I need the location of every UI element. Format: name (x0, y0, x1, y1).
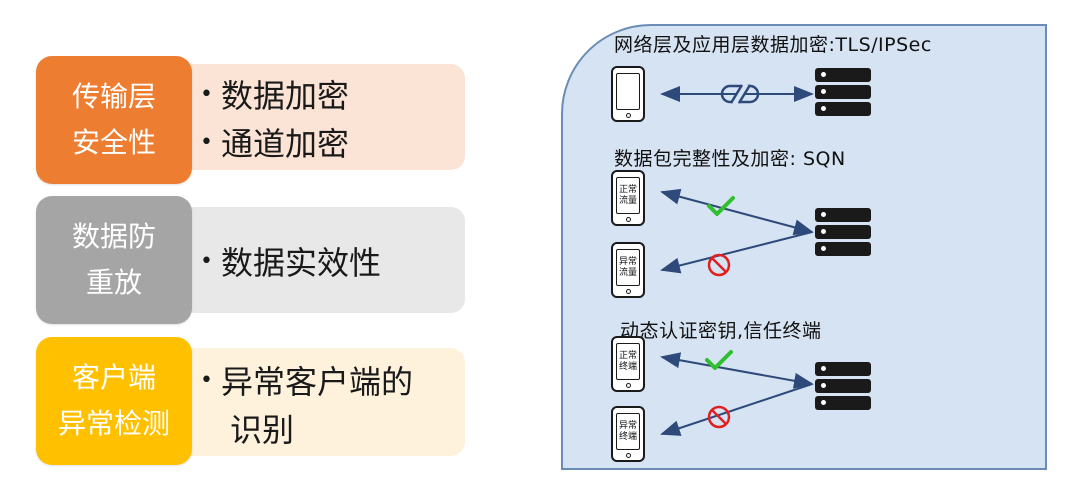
phone-normal-terminal-icon: 正常终端 (611, 336, 645, 392)
arrow (660, 383, 813, 436)
bullet: •数据加密 (200, 77, 349, 115)
checkmark-icon (705, 350, 733, 370)
blocked-icon (707, 253, 731, 277)
broken-link-icon (720, 82, 760, 106)
arrow (660, 352, 814, 389)
phone-abnormal-terminal-icon: 异常终端 (611, 406, 645, 462)
row-3-label: 客户端 异常检测 (36, 337, 192, 465)
row-1-label: 传输层 安全性 (36, 56, 192, 184)
row-1-body: •数据加密 •通道加密 (180, 64, 465, 170)
phone-abnormal-traffic-icon: 异常流量 (611, 242, 645, 298)
bullet: •通道加密 (200, 125, 349, 163)
row-3-body: •异常客户端的 识别 (180, 348, 465, 456)
phone-normal-traffic-icon: 正常流量 (611, 170, 645, 226)
bullet-continuation: 识别 (230, 411, 295, 449)
server-icon (815, 362, 871, 413)
checkmark-icon (707, 196, 735, 216)
server-icon (815, 68, 871, 119)
phone-icon (611, 66, 645, 122)
row-2-label: 数据防 重放 (36, 196, 192, 324)
server-icon (815, 208, 871, 259)
bullet: •数据实效性 (200, 244, 381, 282)
section-3-title: 动态认证密钥,信任终端 (620, 320, 822, 342)
section-1-title: 网络层及应用层数据加密:TLS/IPSec (614, 34, 932, 56)
section-2-title: 数据包完整性及加密: SQN (614, 148, 846, 170)
blocked-icon (707, 405, 731, 429)
arrow (660, 231, 813, 274)
arrow (660, 188, 814, 236)
bullet: •异常客户端的 (200, 363, 413, 401)
row-2-body: •数据实效性 (180, 207, 465, 313)
